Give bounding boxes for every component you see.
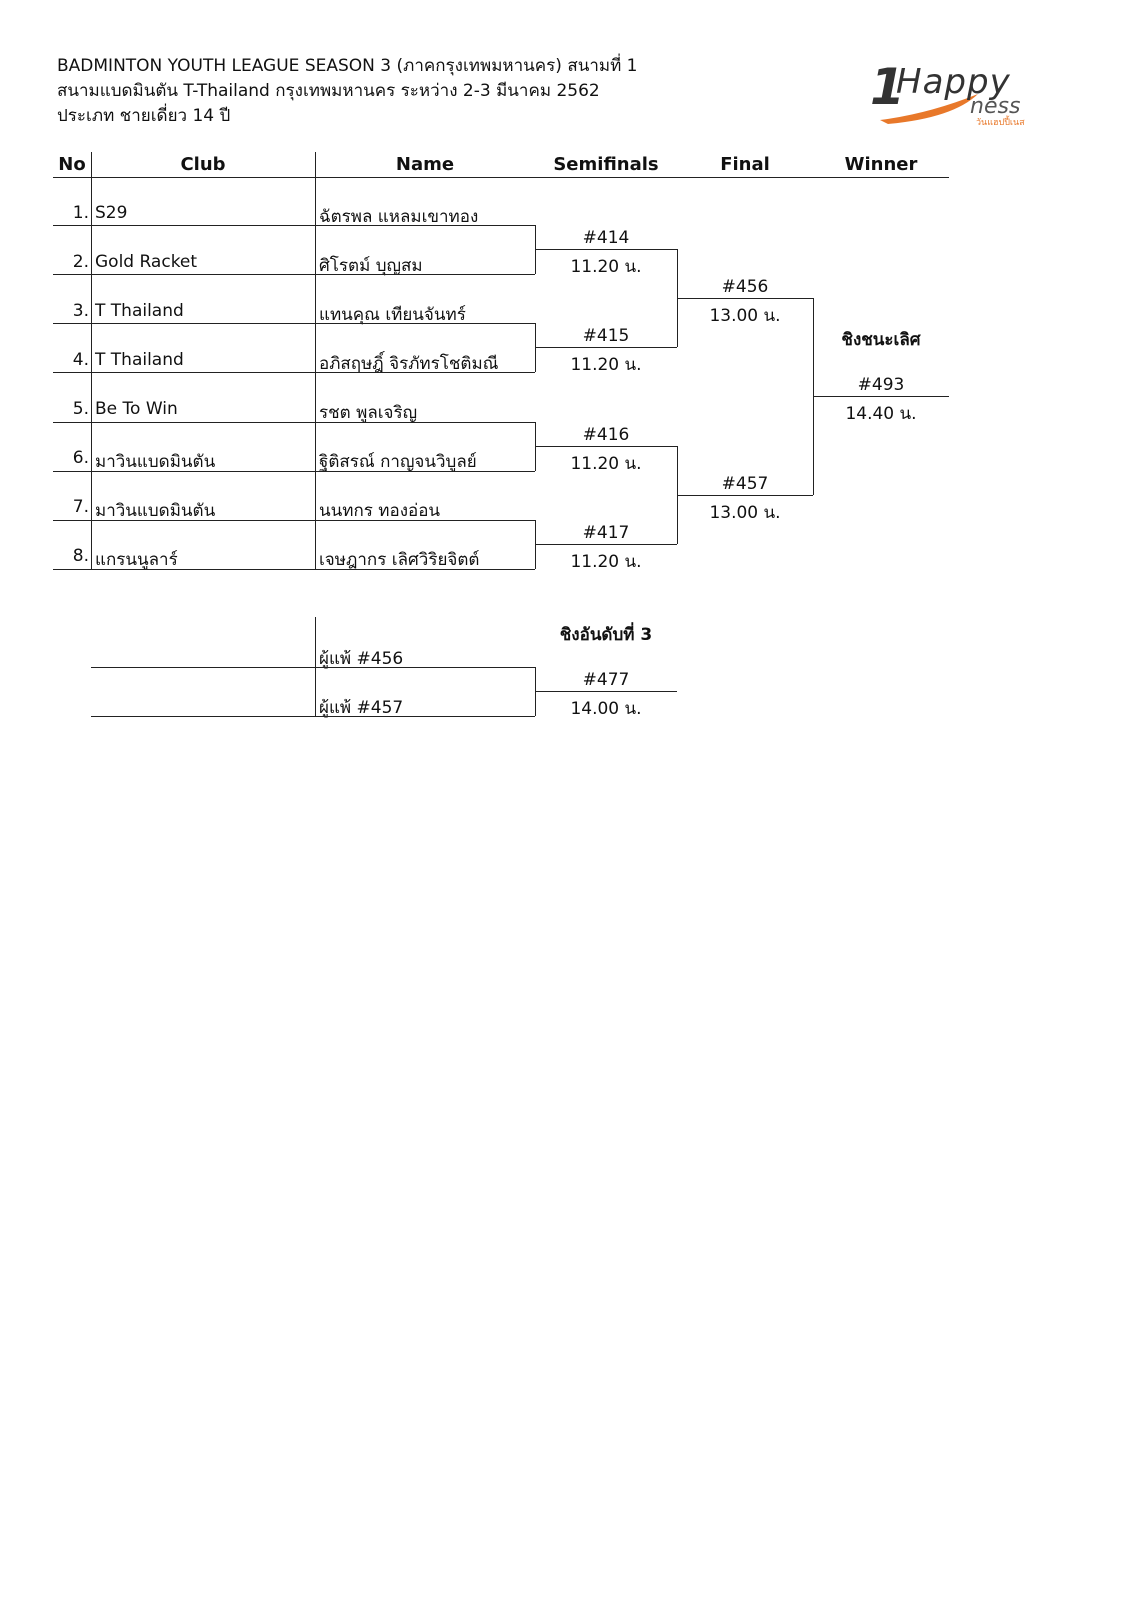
bracket-line <box>535 691 677 692</box>
header-line-3: ประเภท ชายเดี่ยว 14 ปี <box>57 106 231 126</box>
happyness-logo: 1 Happy ness วันแฮปปี้เนส <box>868 58 1043 130</box>
player-name: ฉัตรพล แหลมเขาทอง <box>319 207 479 227</box>
player-no: 4. <box>72 350 89 370</box>
column-header-name: Name <box>395 154 455 175</box>
third-place-label: ชิงอันดับที่ 3 <box>559 625 653 645</box>
semifinal-time: 11.20 น. <box>570 552 642 572</box>
player-name: อภิสฤษฎิ์ จิรภัทรโชติมณี <box>319 354 499 374</box>
player-club: Be To Win <box>95 399 178 419</box>
player-no: 8. <box>72 546 89 566</box>
club-column-rule <box>91 152 92 570</box>
bracket-line <box>677 298 813 299</box>
final-match: #456 <box>721 277 769 297</box>
final-time: 13.00 น. <box>709 503 781 523</box>
column-header-club: Club <box>180 154 226 175</box>
header-line-1: BADMINTON YOUTH LEAGUE SEASON 3 (ภาคกรุง… <box>57 56 638 76</box>
player-no: 2. <box>72 252 89 272</box>
championship-match: #493 <box>857 375 905 395</box>
semifinal-match: #417 <box>582 523 630 543</box>
final-time: 13.00 น. <box>709 306 781 326</box>
bracket-line <box>535 544 677 545</box>
row-rule <box>53 225 535 226</box>
column-header-winner: Winner <box>844 154 918 175</box>
third-place-match: #477 <box>582 670 630 690</box>
player-club: T Thailand <box>95 301 184 321</box>
semifinal-time: 11.20 น. <box>570 454 642 474</box>
logo-tagline: วันแฮปปี้เนส <box>976 118 1025 128</box>
logo-wordmark-top: Happy <box>896 62 1011 102</box>
player-club: มาวินแบดมินตัน <box>95 452 216 472</box>
semifinal-time: 11.20 น. <box>570 355 642 375</box>
player-club: Gold Racket <box>95 252 198 272</box>
header-rule <box>53 177 949 178</box>
player-no: 7. <box>72 497 89 517</box>
player-club: T Thailand <box>95 350 184 370</box>
row-rule <box>53 520 535 521</box>
column-header-final: Final <box>720 154 770 175</box>
row-rule <box>53 471 535 472</box>
player-name: นนทกร ทองอ่อน <box>319 501 441 521</box>
bracket-line <box>535 446 677 447</box>
player-name: เจษฎากร เลิศวิริยจิตต์ <box>319 550 480 570</box>
logo-wordmark-bottom: ness <box>970 94 1021 119</box>
row-rule <box>53 274 535 275</box>
player-no: 5. <box>72 399 89 419</box>
bracket-line <box>813 396 949 397</box>
player-name: ศิโรตม์ บุญสม <box>319 256 423 276</box>
header-line-2: สนามแบดมินตัน T-Thailand กรุงเทพมหานคร ร… <box>57 81 600 101</box>
bracket-line <box>535 347 677 348</box>
semifinal-match: #414 <box>582 228 630 248</box>
player-club: แกรนนูลาร์ <box>95 550 178 570</box>
column-header-no: No <box>58 154 86 175</box>
row-rule <box>53 372 535 373</box>
semifinal-match: #416 <box>582 425 630 445</box>
final-match: #457 <box>721 474 769 494</box>
bracket-line <box>677 495 813 496</box>
row-rule <box>91 716 535 717</box>
third-place-entry: ผู้แพ้ #457 <box>319 698 404 718</box>
championship-time: 14.40 น. <box>845 404 917 424</box>
semifinal-match: #415 <box>582 326 630 346</box>
logo-numeral: 1 <box>870 58 905 116</box>
player-no: 1. <box>72 203 89 223</box>
championship-label: ชิงชนะเลิศ <box>841 330 921 350</box>
third-place-entry: ผู้แพ้ #456 <box>319 649 404 669</box>
player-name: รชต พูลเจริญ <box>319 403 418 423</box>
player-name: แทนคุณ เทียนจันทร์ <box>319 305 466 325</box>
column-header-semifinals: Semifinals <box>553 154 659 175</box>
player-no: 6. <box>72 448 89 468</box>
semifinal-time: 11.20 น. <box>570 257 642 277</box>
name-column-rule <box>315 152 316 570</box>
row-rule <box>53 569 535 570</box>
bracket-line <box>535 249 677 250</box>
row-rule <box>53 422 535 423</box>
happyness-logo-icon <box>880 94 978 124</box>
row-rule <box>53 323 535 324</box>
player-club: มาวินแบดมินตัน <box>95 501 216 521</box>
player-no: 3. <box>72 301 89 321</box>
player-club: S29 <box>95 203 128 223</box>
row-rule <box>91 667 535 668</box>
player-name: ฐิติสรณ์ กาญจนวิบูลย์ <box>319 452 477 472</box>
third-place-time: 14.00 น. <box>570 699 642 719</box>
